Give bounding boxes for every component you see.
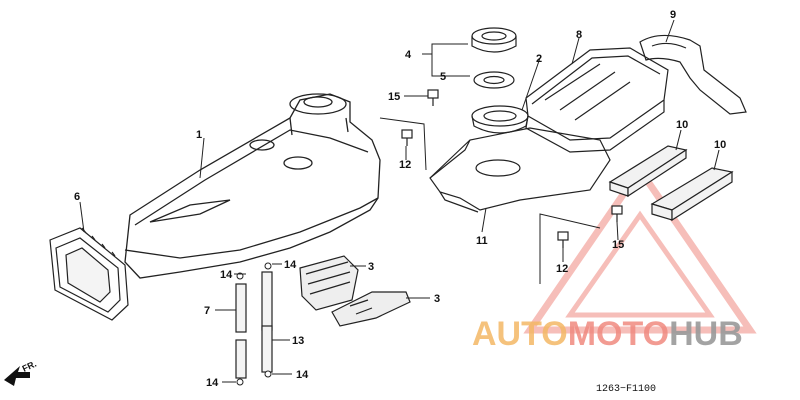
label-10-lower: 10 — [714, 139, 726, 151]
label-10-upper: 10 — [676, 119, 688, 131]
label-13: 13 — [292, 335, 304, 347]
bolt-upper-15 — [427, 89, 439, 99]
label-8: 8 — [576, 29, 582, 41]
label-14-upper-right: 14 — [284, 259, 297, 271]
leader-lines — [79, 19, 720, 383]
label-12-upper: 12 — [399, 159, 411, 171]
case-cover — [525, 47, 669, 153]
label-7: 7 — [204, 305, 210, 317]
cap-assembly — [471, 27, 529, 134]
foam-pad-lower — [650, 167, 734, 222]
foam-pad-upper — [608, 145, 688, 198]
tube-13-upper — [261, 271, 273, 331]
label-15-upper: 15 — [388, 91, 400, 103]
air-filter-element — [49, 227, 129, 321]
label-14-lower-left: 14 — [206, 377, 219, 389]
bolt-lower-15 — [611, 205, 623, 215]
bolt-lower-12 — [557, 231, 569, 241]
mounting-plate — [429, 127, 611, 213]
watermark-text: AUTOMOTOHUB — [472, 315, 743, 353]
label-5: 5 — [440, 71, 446, 83]
label-3-upper: 3 — [368, 261, 374, 273]
mounting-bracket — [639, 34, 747, 115]
label-12-lower: 12 — [556, 263, 568, 275]
label-6: 6 — [74, 191, 80, 203]
drain-tubes — [235, 271, 273, 379]
front-direction-indicator: FR. — [4, 359, 38, 386]
arrow-icon — [4, 366, 30, 386]
label-11: 11 — [476, 235, 488, 247]
watermark-logo: AUTOMOTOHUB — [472, 315, 743, 353]
tube-13-lower — [261, 325, 273, 373]
label-1: 1 — [196, 129, 202, 141]
intake-boot-upper — [299, 255, 359, 311]
label-14-upper-left: 14 — [220, 269, 233, 281]
front-label: FR. — [21, 359, 38, 374]
part-labels: 1 2 3 3 4 5 6 7 8 9 10 10 11 12 12 13 14… — [74, 9, 726, 389]
bolt-upper-12 — [401, 129, 413, 139]
label-2: 2 — [536, 53, 542, 65]
label-15-lower: 15 — [612, 239, 624, 251]
tube-7-lower — [235, 339, 247, 379]
label-14-lower-right: 14 — [296, 369, 309, 381]
label-4: 4 — [405, 49, 412, 61]
bolts — [401, 89, 623, 248]
tube-7-upper — [235, 283, 247, 333]
air-cleaner-case — [124, 93, 381, 279]
label-9: 9 — [670, 9, 676, 21]
label-3-lower: 3 — [434, 293, 440, 305]
watermark-triangle — [523, 163, 757, 334]
diagram-reference-code: 1263−F1100 — [596, 384, 656, 395]
intake-boot-lower — [331, 291, 411, 327]
